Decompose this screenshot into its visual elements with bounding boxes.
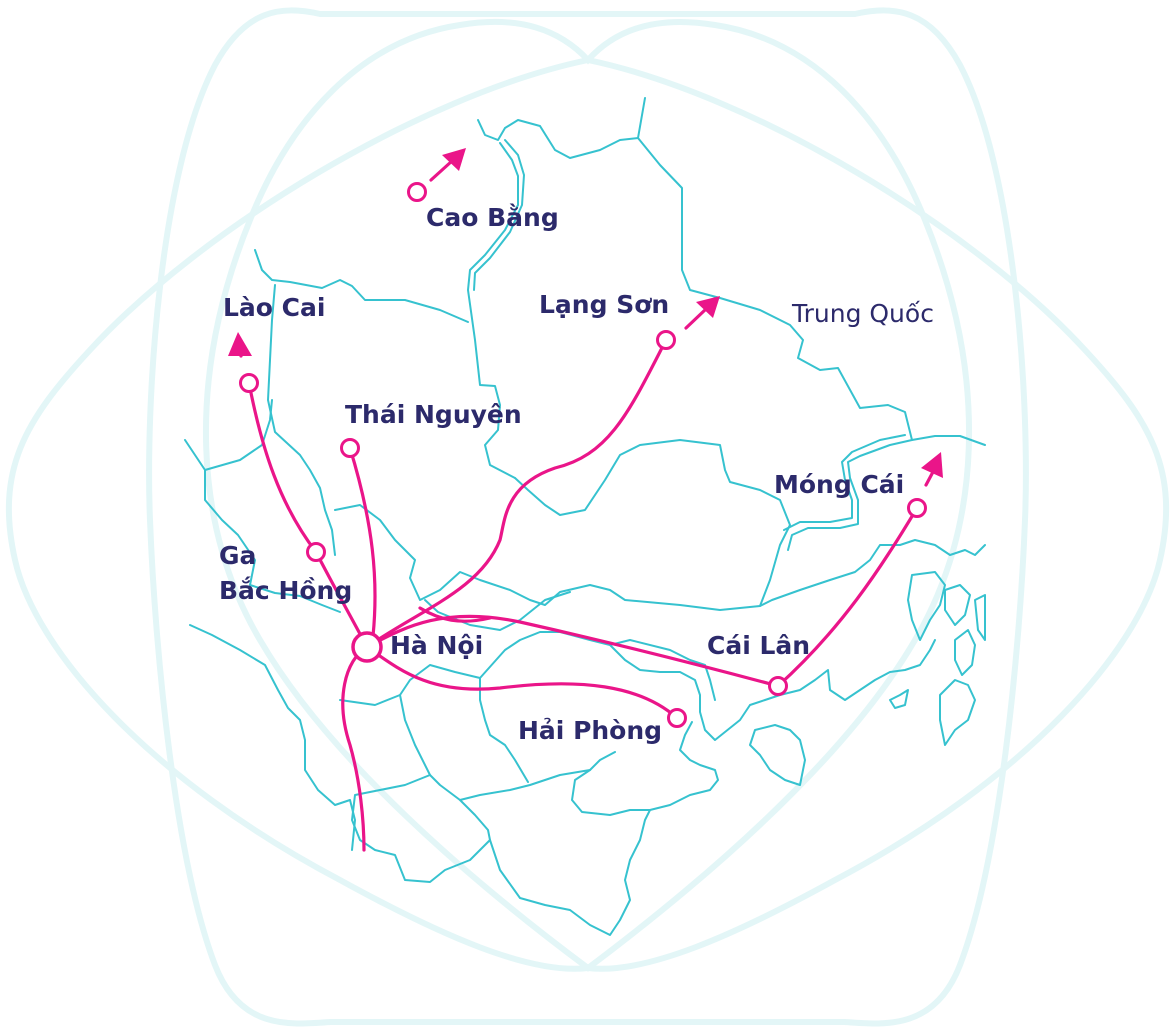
- border-coast-1: [571, 769, 651, 816]
- station-mong-cai[interactable]: [907, 498, 927, 518]
- label-hai-phong: Hải Phòng: [518, 716, 662, 745]
- island-5: [939, 679, 976, 746]
- station-labels: Cao Bằng Lạng Sơn Trung Quốc Lào Cai Thá…: [219, 203, 934, 745]
- label-thai-nguyen: Thái Nguyên: [345, 400, 522, 429]
- station-lang-son[interactable]: [656, 330, 676, 350]
- station-ha-noi[interactable]: [351, 631, 383, 663]
- island-1: [749, 724, 806, 786]
- route-cai-lan: [365, 614, 780, 688]
- arrow-lao-cai-icon: [228, 332, 252, 358]
- station-hai-phong[interactable]: [667, 708, 687, 728]
- border-coast-2: [609, 644, 781, 741]
- route-cai-lan-branch: [418, 606, 492, 623]
- station-thai-nguyen[interactable]: [340, 438, 360, 458]
- border-lao-cai-top: [254, 249, 469, 323]
- label-ga-line1: Ga: [219, 541, 256, 570]
- border-cao-bang-double: [467, 142, 519, 479]
- label-ga-line2: Bắc Hồng: [219, 576, 352, 605]
- border-ha-noi-east: [424, 591, 571, 631]
- decorative-petals: [5, 7, 1170, 1027]
- label-lao-cai: Lào Cai: [223, 293, 325, 322]
- border-coast-3: [779, 639, 936, 701]
- border-west: [184, 399, 273, 471]
- route-lang-son: [365, 338, 668, 649]
- route-hai-phong: [365, 645, 679, 720]
- arrow-cao-bang-icon: [429, 148, 466, 182]
- stations: [239, 182, 927, 728]
- province-borders: [184, 97, 986, 936]
- label-lang-son: Lạng Sơn: [539, 290, 669, 319]
- border-lao-cai-west: [267, 284, 336, 556]
- border-west-2: [204, 469, 341, 613]
- border-mong-cai-2: [783, 434, 906, 531]
- station-cao-bang[interactable]: [407, 182, 427, 202]
- border-north-cao-bang: [477, 97, 646, 159]
- station-ga-bac-hong[interactable]: [306, 542, 326, 562]
- route-mong-cai: [776, 506, 919, 688]
- island-2: [907, 571, 946, 641]
- arrow-mong-cai-icon: [921, 452, 943, 487]
- label-trung-quoc: Trung Quốc: [791, 299, 934, 328]
- border-south-2: [459, 799, 491, 841]
- island-6: [889, 689, 909, 709]
- label-mong-cai: Móng Cái: [774, 470, 904, 499]
- border-east-coast: [759, 539, 986, 607]
- border-cao-bang-double-2: [473, 139, 525, 291]
- border-mong-cai: [787, 439, 913, 551]
- route-thai-nguyen: [348, 446, 377, 647]
- border-east-lang-son: [637, 137, 986, 446]
- border-thai-nguyen: [334, 439, 791, 611]
- border-south-west: [189, 624, 356, 851]
- border-ha-noi-south: [339, 631, 716, 706]
- island-3: [944, 584, 971, 626]
- station-lao-cai[interactable]: [239, 373, 259, 393]
- island-7: [974, 594, 986, 641]
- island-4: [954, 629, 976, 676]
- route-south: [341, 645, 369, 852]
- arrow-lang-son-icon: [684, 296, 720, 330]
- border-arrows: [228, 148, 943, 487]
- border-hai-phong: [479, 677, 529, 783]
- label-ha-noi: Hà Nội: [390, 631, 483, 660]
- label-cai-lan: Cái Lân: [707, 631, 810, 660]
- station-cai-lan[interactable]: [768, 676, 788, 696]
- label-cao-bang: Cao Bằng: [426, 203, 559, 232]
- border-south-1: [351, 721, 719, 936]
